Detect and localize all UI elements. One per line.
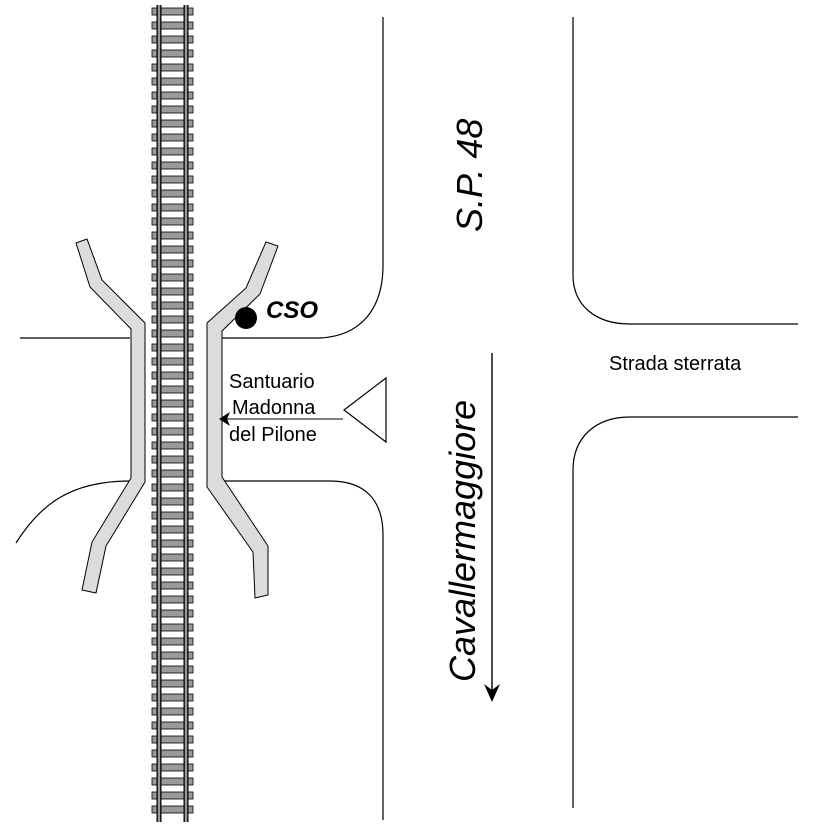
landmark-label-line2: Madonna xyxy=(232,397,316,419)
rail-sleeper xyxy=(151,161,194,170)
rail-sleeper xyxy=(151,609,194,618)
rail-sleeper xyxy=(151,735,194,744)
sp48-west-edge-south xyxy=(222,480,384,820)
rail-sleeper xyxy=(151,623,194,632)
landmark-label-line1: Santuario xyxy=(229,371,315,393)
railway-track xyxy=(151,5,194,822)
rail-sleeper xyxy=(151,665,194,674)
rail-sleeper xyxy=(151,119,194,128)
direction-arrow-head-icon xyxy=(484,684,500,702)
rail-sleeper xyxy=(151,231,194,240)
rail-sleeper xyxy=(151,679,194,688)
west-road-south-edge xyxy=(15,480,131,544)
side-road-label: Strada sterrata xyxy=(609,353,742,375)
rail-sleeper xyxy=(151,385,194,394)
rail-sleeper xyxy=(151,175,194,184)
rail-sleeper xyxy=(151,721,194,730)
rail-sleeper xyxy=(151,189,194,198)
rail-sleeper xyxy=(151,581,194,590)
rail-sleeper xyxy=(151,203,194,212)
rail-sleeper xyxy=(151,35,194,44)
rail-sleeper xyxy=(151,441,194,450)
rail-sleeper xyxy=(151,91,194,100)
viewpoint-triangle-icon xyxy=(343,376,387,444)
rail-sleeper xyxy=(151,763,194,772)
rail-sleeper xyxy=(151,329,194,338)
rail-sleeper xyxy=(151,259,194,268)
rail-sleeper xyxy=(151,343,194,352)
rail-sleeper xyxy=(151,553,194,562)
rail-sleeper xyxy=(151,245,194,254)
rail-sleeper xyxy=(151,315,194,324)
rail-sleeper xyxy=(151,7,194,16)
platform-east xyxy=(206,241,279,599)
rail-sleeper xyxy=(151,805,194,814)
station-marker xyxy=(235,307,257,329)
rail-sleeper xyxy=(151,567,194,576)
road-name-label: S.P. 48 xyxy=(449,119,490,232)
rail-sleeper xyxy=(151,469,194,478)
rail-sleeper xyxy=(151,595,194,604)
rail-sleeper xyxy=(151,63,194,72)
rail-sleeper xyxy=(151,49,194,58)
rail-sleeper xyxy=(151,413,194,422)
rail-sleeper xyxy=(151,217,194,226)
rail-sleeper xyxy=(151,147,194,156)
rail-sleeper xyxy=(151,371,194,380)
dirt-road-south-edge xyxy=(572,416,798,808)
rail-sleeper xyxy=(151,287,194,296)
rail-sleeper xyxy=(151,693,194,702)
rail-sleeper xyxy=(151,651,194,660)
rail-sleeper xyxy=(151,133,194,142)
rail-sleeper xyxy=(151,427,194,436)
rail-sleeper xyxy=(151,525,194,534)
rail-sleeper xyxy=(151,105,194,114)
landmark-label-line3: del Pilone xyxy=(229,424,317,446)
dirt-road-north-edge xyxy=(572,17,798,325)
sp48-west-edge-north xyxy=(222,17,384,339)
rail-sleeper xyxy=(151,399,194,408)
rail-sleeper xyxy=(151,707,194,716)
rail-sleeper xyxy=(151,637,194,646)
rail-sleeper xyxy=(151,791,194,800)
station-label: CSO xyxy=(266,297,318,324)
rail-sleeper xyxy=(151,273,194,282)
rail-sleeper xyxy=(151,539,194,548)
rail-sleeper xyxy=(151,21,194,30)
platform-west xyxy=(75,238,146,594)
rail-sleeper xyxy=(151,301,194,310)
direction-label: Cavallermaggiore xyxy=(442,400,483,682)
rail-sleeper xyxy=(151,455,194,464)
rail-sleeper xyxy=(151,777,194,786)
rail-sleeper xyxy=(151,77,194,86)
rail-sleeper xyxy=(151,483,194,492)
landmark-pointer-arrowhead-icon xyxy=(219,412,230,426)
rail-sleeper xyxy=(151,511,194,520)
rail-sleeper xyxy=(151,357,194,366)
rail-sleeper xyxy=(151,497,194,506)
rail-sleeper xyxy=(151,749,194,758)
